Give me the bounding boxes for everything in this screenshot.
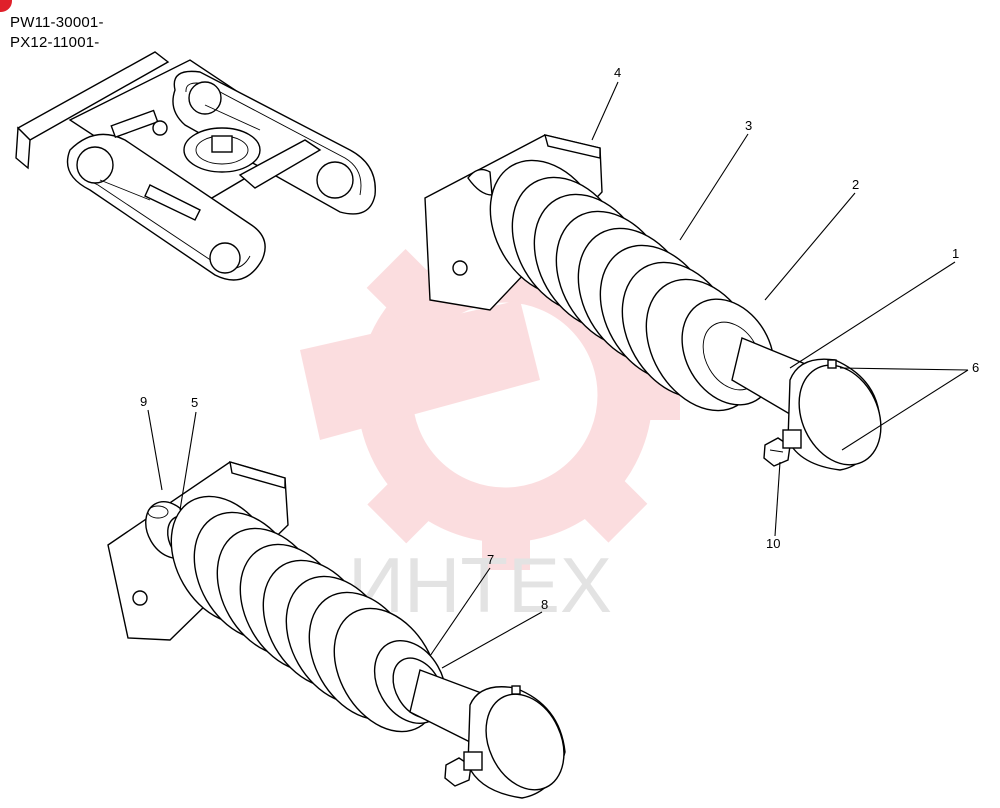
- serial-range-2: PX12-11001-: [10, 34, 100, 51]
- leader-lines: [147, 81, 969, 669]
- callout-4: 4: [614, 65, 621, 80]
- grease-fitting-upper: [763, 429, 802, 467]
- callout-8: 8: [541, 597, 548, 612]
- callout-5: 5: [191, 395, 198, 410]
- idler-assembly-upper: [424, 134, 882, 471]
- watermark: ИНТЕХ: [300, 220, 680, 629]
- grease-fitting-lower: [444, 751, 483, 787]
- undercarriage-illustration: [15, 51, 376, 281]
- callout-6: 6: [972, 360, 979, 375]
- callout-1: 1: [952, 246, 959, 261]
- callouts: 1 2 3 4 5 6 7 8 9 10: [140, 65, 979, 612]
- watermark-gear-logo: [300, 220, 680, 570]
- callout-7: 7: [487, 552, 494, 567]
- idler-assembly-lower: [107, 461, 566, 799]
- callout-10: 10: [766, 536, 780, 551]
- callout-2: 2: [852, 177, 859, 192]
- callout-9: 9: [140, 394, 147, 409]
- serial-range-1: PW11-30001-: [10, 14, 104, 31]
- recoil-spring-upper: [489, 159, 759, 412]
- recoil-spring-lower: [170, 495, 439, 733]
- callout-3: 3: [745, 118, 752, 133]
